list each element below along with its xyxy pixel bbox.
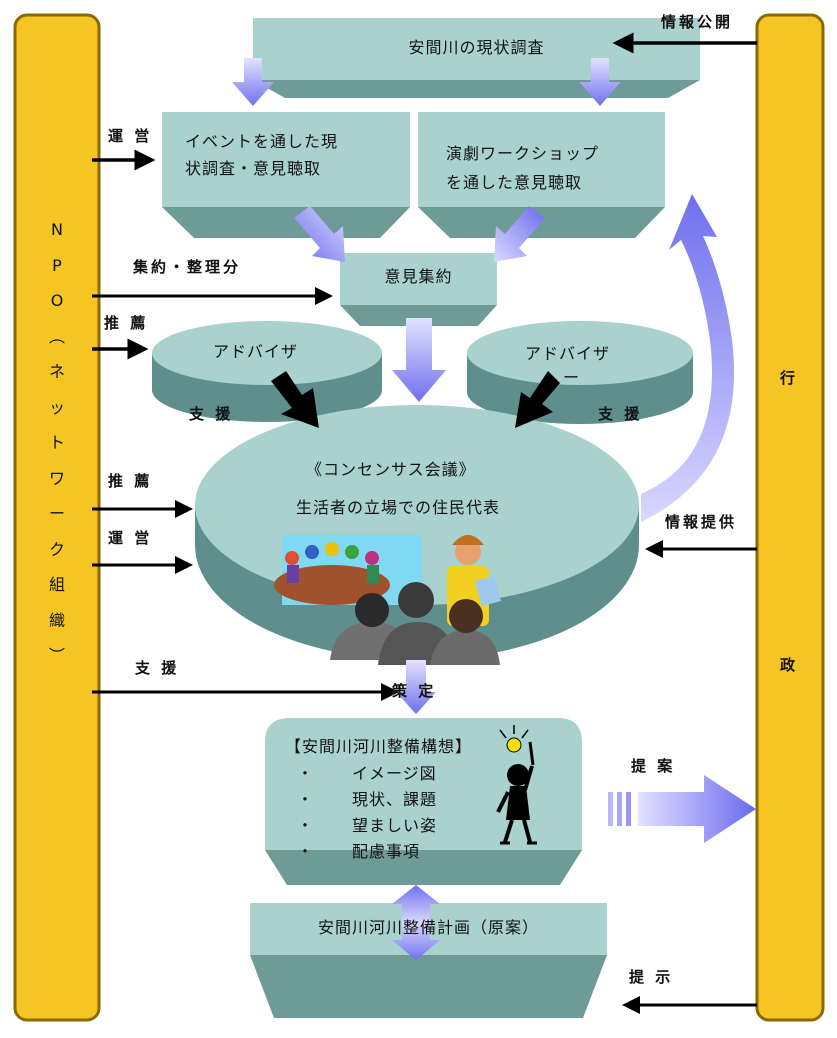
npo-char: ト <box>48 433 65 452</box>
consensus-title: 《コンセンサス会議》 <box>306 460 476 479</box>
government-bar <box>755 13 825 1022</box>
concept-item: イメージ図 <box>352 764 437 783</box>
arrow-opinion-to-consensus <box>392 318 446 402</box>
advisor-left-label: アドバイザ <box>213 342 299 361</box>
advisor-right-label-2: ー <box>563 368 581 387</box>
concept-bullet: ・ <box>297 790 315 809</box>
thinker-figure <box>496 725 537 845</box>
arrow-concept-plan-double <box>392 885 440 960</box>
event-label-line1: イベントを通した現 <box>185 132 339 151</box>
label-info-provide: 情報提供 <box>665 513 738 531</box>
event-box <box>162 112 410 238</box>
npo-char: P <box>52 255 62 275</box>
concept-bullet: ・ <box>297 816 315 835</box>
npo-bar <box>13 13 101 1022</box>
label-recommend-1: 推 薦 <box>104 314 149 332</box>
label-support-left: 支 援 <box>189 405 234 423</box>
opinion-label: 意見集約 <box>384 267 453 286</box>
government-char-2: 政 <box>780 656 799 674</box>
theater-box <box>418 112 665 238</box>
label-support-3: 支 援 <box>135 659 180 677</box>
survey-label: 安間川の現状調査 <box>408 38 545 57</box>
concept-item: 現状、課題 <box>352 790 438 809</box>
npo-char: ︵ <box>48 326 65 346</box>
arrow-consensus-to-concept <box>396 660 436 714</box>
arrow-survey-to-event <box>232 58 274 106</box>
event-label-line2: 状調査・意見聴取 <box>185 159 322 178</box>
npo-char: O <box>50 291 64 310</box>
theater-label-line1: 演劇ワークショップ <box>446 144 600 163</box>
arrow-advisor-left <box>271 371 319 428</box>
arrow-advisor-right <box>515 371 560 428</box>
advisor-right-label-1: アドバイザ <box>525 344 611 363</box>
label-operate-2: 運 営 <box>108 529 153 547</box>
npo-bar-text: N P O ︵ ネ ッ ト ワ ー ク 組 織 ︶ <box>37 212 77 674</box>
label-support-right: 支 援 <box>598 405 643 423</box>
arrow-survey-to-theater <box>579 58 621 106</box>
npo-char: ネ <box>48 362 65 381</box>
label-formulate: 策 定 <box>392 682 437 700</box>
npo-char: ク <box>48 539 65 559</box>
arrow-event-to-opinion <box>294 206 345 262</box>
npo-char: 織 <box>48 610 65 630</box>
concept-bullet: ・ <box>297 842 315 861</box>
npo-char: 組 <box>48 575 65 594</box>
consensus-subtitle: 生活者の立場での住民代表 <box>296 498 501 517</box>
concept-bullet: ・ <box>297 764 315 783</box>
label-collect: 集約・整理分 <box>133 258 242 276</box>
plan-label: 安間川河川整備計画（原案） <box>317 918 539 937</box>
npo-char: ー <box>48 504 65 523</box>
consensus-ellipse <box>195 405 639 660</box>
label-operate-1: 運 営 <box>108 127 153 145</box>
concept-box <box>265 718 582 885</box>
npo-char: ワ <box>48 468 65 488</box>
label-info-publish: 情報公開 <box>661 13 734 31</box>
arrow-feedback-curve <box>641 194 735 522</box>
label-present: 提 示 <box>629 968 674 986</box>
arrow-theater-to-opinion <box>494 206 545 262</box>
concept-item: 望ましい姿 <box>352 816 438 835</box>
concept-item: 配慮事項 <box>352 842 421 861</box>
concept-title: 【安間川河川整備構想】 <box>285 737 473 756</box>
government-char-1: 行 <box>780 369 799 387</box>
npo-char: ッ <box>48 397 65 417</box>
meeting-illustration <box>274 535 502 665</box>
label-propose: 提 案 <box>631 757 676 775</box>
npo-char: N <box>51 220 63 239</box>
opinion-box <box>340 253 497 326</box>
theater-label-line2: を通した意見聴取 <box>446 173 583 192</box>
label-recommend-2: 推 薦 <box>108 472 153 490</box>
npo-char: ︶ <box>48 646 65 665</box>
advisor-left <box>152 321 382 422</box>
arrow-concept-to-government <box>608 775 756 843</box>
